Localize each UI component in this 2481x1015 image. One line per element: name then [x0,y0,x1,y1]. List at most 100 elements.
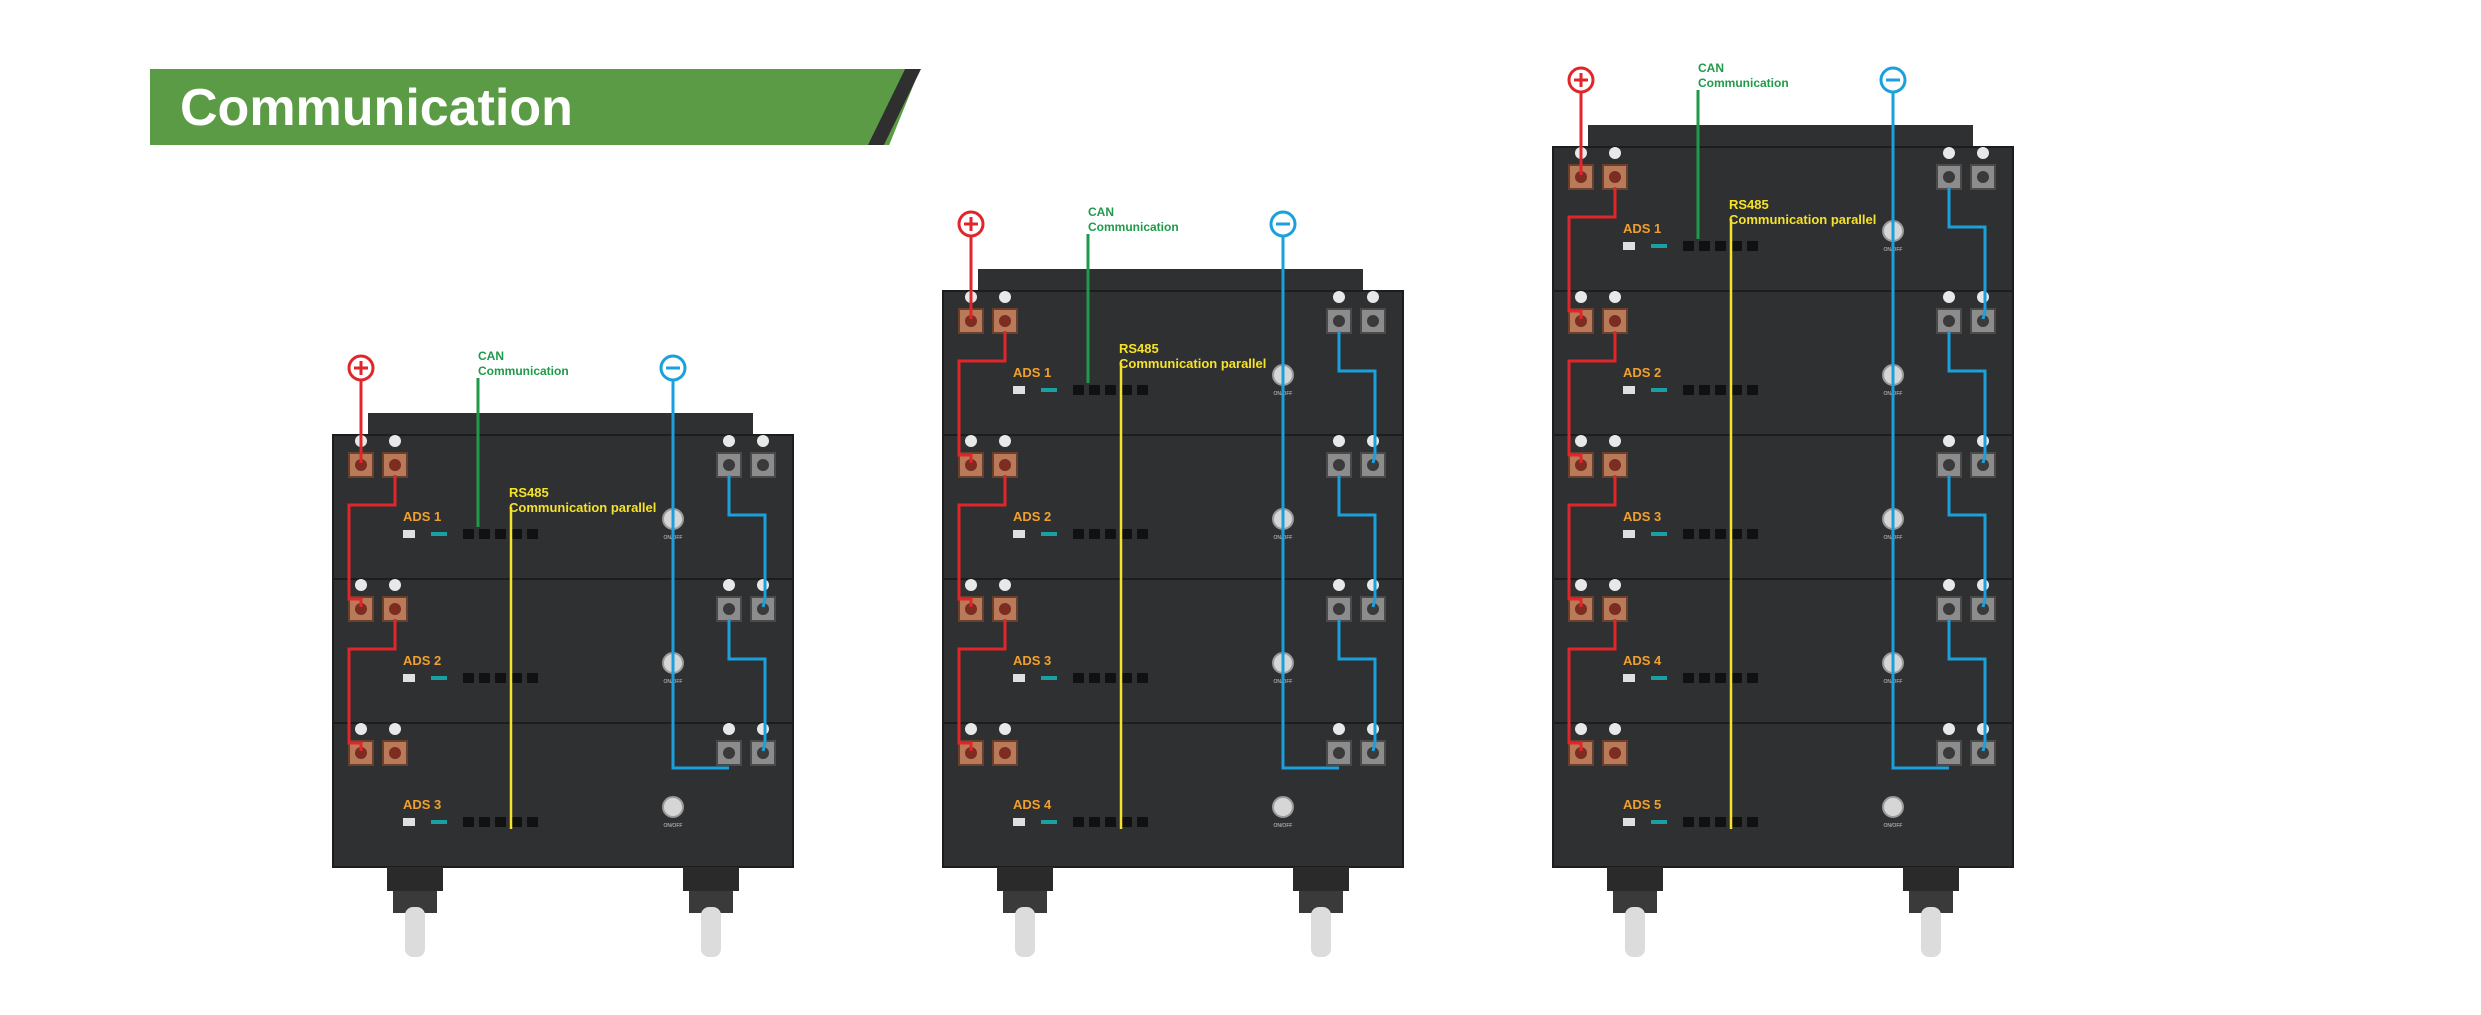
positive-series-wire [1567,475,1617,607]
plus-marker-icon [999,291,1011,303]
positive-series-wire [1567,187,1617,319]
rj45-port [1121,673,1132,683]
terminal-bolt [1977,603,1989,615]
terminal-bolt [965,315,977,327]
rj45-port [463,673,474,683]
rj45-port [1699,673,1710,683]
caster-fork [1613,891,1657,913]
terminal-bolt [355,459,367,471]
plus-marker-icon [389,579,401,591]
rj45-port [1715,529,1726,539]
terminal-bolt [965,603,977,615]
plus-marker-icon [965,579,977,591]
can-label: Communication [1698,76,1789,90]
rj45-port [1699,529,1710,539]
plus-marker-icon [1575,291,1587,303]
negative-series-wire [1947,187,1987,320]
title-banner [150,69,920,145]
minus-marker-icon [1333,723,1345,735]
negative-series-wire [1947,331,1987,464]
plus-marker-icon [999,723,1011,735]
rj45-port [1073,385,1084,395]
terminal-bolt [965,747,977,759]
module-label: ADS 4 [1013,797,1052,812]
minus-marker-icon [723,435,735,447]
rj45-port [1747,529,1758,539]
plus-marker-icon [355,723,367,735]
rj45-port [1137,673,1148,683]
can-label: Communication [478,364,569,378]
terminal-bolt [757,747,769,759]
rj45-port [1731,817,1742,827]
positive-series-wire [347,619,397,751]
rj45-port [1731,241,1742,251]
positive-terminal [1602,452,1628,478]
caster-bracket [387,867,443,891]
module-label: ADS 1 [1623,221,1661,236]
module-label: ADS 1 [1013,365,1051,380]
onoff-button [1272,796,1294,818]
terminal-bolt [1943,315,1955,327]
terminal-bolt [389,459,401,471]
rs485-label: Communication parallel [509,500,656,515]
caster-wheel [1015,907,1035,957]
plus-marker-icon [1609,723,1621,735]
terminal-bolt [723,747,735,759]
rj45-port [1699,385,1710,395]
rj45-port [527,673,538,683]
terminal-bolt [999,459,1011,471]
module-label: ADS 2 [403,653,441,668]
rj45-port [1073,529,1084,539]
negative-series-wire [1337,331,1377,464]
rj45-port [1089,817,1100,827]
minus-marker-icon [1977,579,1989,591]
rj45-port [1105,673,1116,683]
terminal-bolt [1609,747,1621,759]
module-label: ADS 3 [403,797,441,812]
status-led [1651,532,1667,536]
status-led [1041,532,1057,536]
rs485-label: Communication parallel [1119,356,1266,371]
rs485-label: Communication parallel [1729,212,1876,227]
terminal-bolt [389,603,401,615]
terminal-bolt [999,603,1011,615]
caster-wheel [405,907,425,957]
rj45-port [1073,673,1084,683]
plus-marker-icon [389,435,401,447]
negative-main-wire [1281,236,1339,770]
rj45-port [1121,385,1132,395]
rj45-port [1089,673,1100,683]
rj45-port [1715,241,1726,251]
page-title: Communication [180,79,573,137]
terminal-bolt [757,603,769,615]
terminal-bolt [1575,315,1587,327]
rj45-port [1683,385,1694,395]
terminal-bolt [1367,315,1379,327]
minus-marker-icon [1977,723,1989,735]
rs485-label: RS485 [1119,341,1159,356]
positive-series-wire [957,475,1007,607]
minus-marker-icon [1977,147,1989,159]
terminal-bolt [1333,459,1345,471]
rj45-port [511,817,522,827]
rj45-port [495,529,506,539]
negative-series-wire [1337,475,1377,608]
terminal-bolt [1943,171,1955,183]
rj45-port [1731,529,1742,539]
plus-marker-icon [389,723,401,735]
dip-switch [1623,386,1635,394]
cabinet-top-cap [978,269,1363,293]
terminal-bolt [355,603,367,615]
can-label: Communication [1088,220,1179,234]
caster-fork [1299,891,1343,913]
rj45-port [1747,385,1758,395]
minus-marker-icon [1367,579,1379,591]
dip-switch [1623,242,1635,250]
caster-wheel [1311,907,1331,957]
terminal-bolt [1977,315,1989,327]
minus-marker-icon [1333,435,1345,447]
minus-marker-icon [1367,723,1379,735]
terminal-bolt [1333,603,1345,615]
rj45-port [495,817,506,827]
minus-marker-icon [1943,579,1955,591]
